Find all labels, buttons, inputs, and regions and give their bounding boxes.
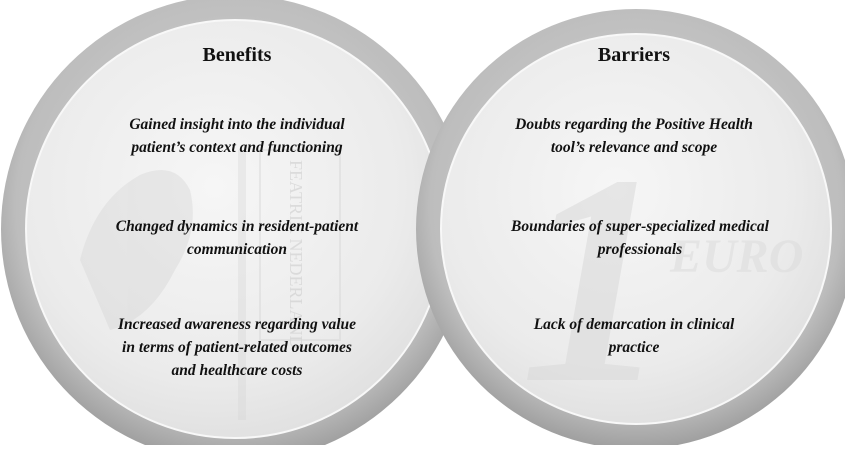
barrier-item-1-line-2: tool’s relevance and scope (551, 139, 717, 156)
barrier-item-3-line-2: practice (607, 339, 660, 356)
coin-portrait-artwork: FEATRIX NEDERLAND (80, 149, 341, 420)
benefit-item-1-line-2: patient’s context and functioning (129, 139, 342, 156)
coin-euro-lettering: EURO (669, 230, 803, 283)
barriers-title: Barriers (598, 44, 670, 66)
barrier-item-1: Doubts regarding the Positive Health too… (514, 116, 753, 156)
benefit-item-2-line-1: Changed dynamics in resident-patient (116, 218, 359, 235)
benefit-item-3-line-1: Increased awareness regarding value (117, 316, 356, 333)
benefits-coin: FEATRIX NEDERLAND (1, 0, 469, 450)
benefit-item-1-line-1: Gained insight into the individual (129, 116, 345, 133)
barrier-item-2: Boundaries of super-specialized medical … (510, 218, 770, 258)
barrier-item-3: Lack of demarcation in clinical practice (533, 316, 735, 356)
barrier-item-2-line-1: Boundaries of super-specialized medical (510, 218, 770, 235)
benefit-item-3-line-2: in terms of patient-related outcomes (122, 339, 352, 356)
barrier-item-3-line-1: Lack of demarcation in clinical (533, 316, 735, 333)
barriers-panel: Barriers Doubts regarding the Positive H… (510, 44, 770, 356)
benefits-title: Benefits (203, 44, 272, 66)
coin-lettering: FEATRIX NEDERLAND (286, 160, 306, 349)
coin-numeral: 1 (520, 113, 670, 445)
benefits-panel: Benefits Gained insight into the individ… (116, 44, 359, 379)
euro-coin-artwork: 1 EURO (520, 113, 803, 445)
benefit-item-3-line-3: and healthcare costs (172, 362, 303, 379)
benefit-item-1: Gained insight into the individual patie… (129, 116, 345, 156)
barriers-coin: 1 EURO (416, 9, 845, 449)
benefit-item-2-line-2: communication (187, 241, 287, 258)
benefit-item-3: Increased awareness regarding value in t… (117, 316, 356, 379)
barrier-item-1-line-1: Doubts regarding the Positive Health (514, 116, 753, 133)
barrier-item-2-line-2: professionals (596, 241, 682, 258)
benefit-item-2: Changed dynamics in resident-patient com… (116, 218, 359, 258)
